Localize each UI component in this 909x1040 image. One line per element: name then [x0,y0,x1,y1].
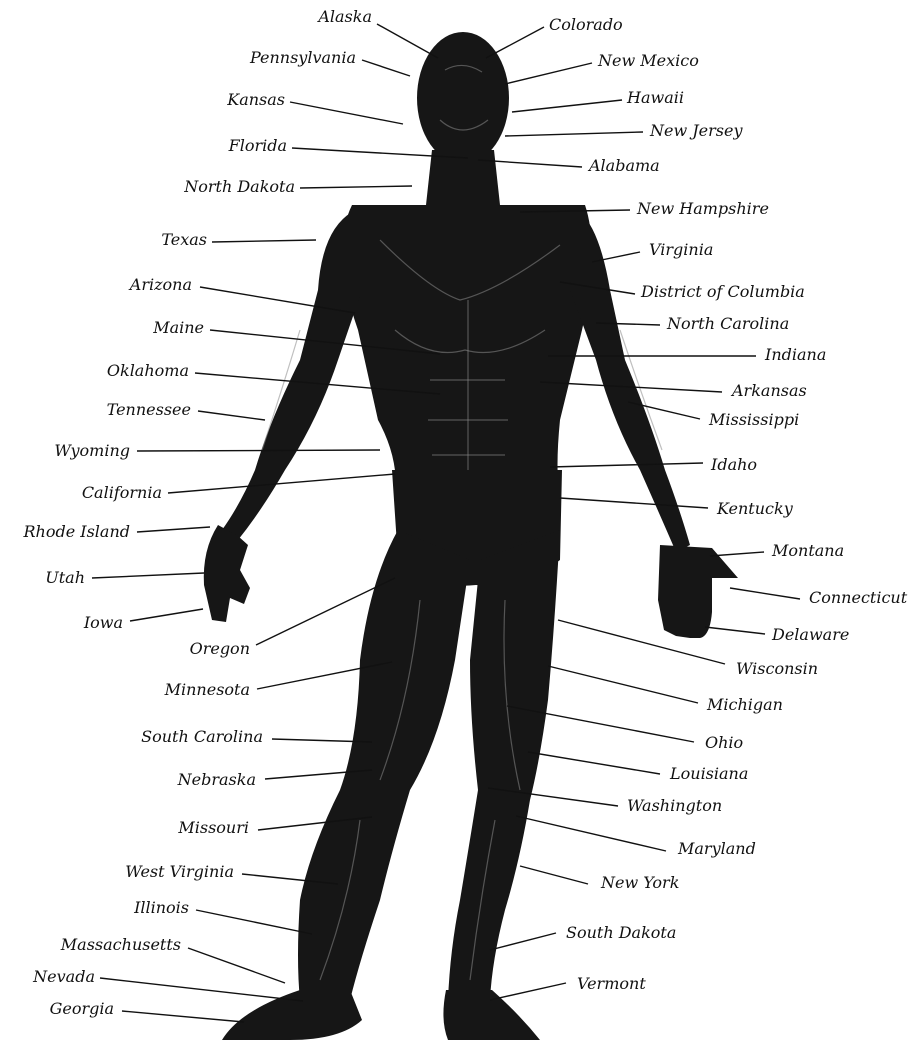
label-new-york: New York [601,874,679,892]
leader-georgia [122,1011,244,1022]
label-maryland: Maryland [678,840,756,858]
leader-utah [92,573,204,578]
leader-kansas [290,102,403,124]
label-kansas: Kansas [227,91,285,109]
label-missouri: Missouri [178,819,249,837]
leader-colorado [486,27,544,58]
label-mississippi: Mississippi [709,411,799,429]
leader-illinois [196,910,312,934]
figure-left-foot [222,990,362,1040]
label-arkansas: Arkansas [732,382,807,400]
leader-texas [212,240,316,242]
leader-north-dakota [300,186,412,188]
figure-right-leg [448,530,560,1000]
label-west-virginia: West Virginia [125,863,234,881]
leader-michigan [548,666,698,703]
label-north-dakota: North Dakota [184,178,295,196]
label-california: California [82,484,162,502]
label-oregon: Oregon [190,640,250,658]
leader-new-mexico [505,63,592,84]
label-tennessee: Tennessee [107,401,191,419]
label-new-hampshire: New Hampshire [637,200,769,218]
leader-kentucky [560,498,708,508]
label-ohio: Ohio [705,734,743,752]
label-utah: Utah [45,569,85,587]
leader-california [168,474,395,493]
label-georgia: Georgia [50,1000,114,1018]
leader-south-dakota [490,933,556,950]
leader-tennessee [198,411,265,420]
label-south-carolina: South Carolina [141,728,263,746]
leader-massachusetts [188,948,285,983]
label-nevada: Nevada [33,968,95,986]
label-hawaii: Hawaii [627,89,684,107]
label-massachusetts: Massachusetts [61,936,181,954]
label-wyoming: Wyoming [54,442,130,460]
label-alaska: Alaska [318,8,372,26]
label-rhode-island: Rhode Island [23,523,130,541]
label-pennsylvania: Pennsylvania [250,49,356,67]
label-kentucky: Kentucky [717,500,793,518]
label-nebraska: Nebraska [178,771,256,789]
label-new-jersey: New Jersey [650,122,743,140]
leader-idaho [550,463,703,467]
figure-left-leg [298,530,470,1000]
label-colorado: Colorado [549,16,623,34]
leader-delaware [705,627,765,634]
label-illinois: Illinois [134,899,189,917]
label-connecticut: Connecticut [809,589,907,607]
label-alabama: Alabama [589,157,660,175]
label-florida: Florida [229,137,287,155]
label-virginia: Virginia [649,241,713,259]
label-maine: Maine [153,319,204,337]
leader-wyoming [137,450,380,451]
label-texas: Texas [161,231,207,249]
figure-left-arm [222,212,362,540]
leader-vermont [490,983,566,1000]
leader-new-york [520,866,588,884]
label-new-mexico: New Mexico [598,52,699,70]
label-district-of-columbia: District of Columbia [641,283,805,301]
figure-right-hand [658,545,738,638]
leader-rhode-island [137,527,210,532]
label-vermont: Vermont [577,975,646,993]
leader-montana [710,552,764,556]
label-south-dakota: South Dakota [566,924,676,942]
label-delaware: Delaware [772,626,849,644]
label-iowa: Iowa [84,614,123,632]
leader-iowa [130,609,203,621]
leader-hawaii [512,100,622,112]
leader-connecticut [730,588,800,599]
figure-right-foot [443,990,540,1040]
label-michigan: Michigan [707,696,783,714]
figure-left-hand [204,525,250,622]
leader-new-jersey [505,132,643,136]
leader-nevada [100,978,303,1001]
label-idaho: Idaho [711,456,757,474]
leader-pennsylvania [362,60,410,76]
label-louisiana: Louisiana [670,765,748,783]
label-indiana: Indiana [765,346,826,364]
label-oklahoma: Oklahoma [107,362,189,380]
leader-alaska [377,24,438,58]
label-wisconsin: Wisconsin [736,660,818,678]
label-minnesota: Minnesota [165,681,250,699]
label-north-carolina: North Carolina [667,315,789,333]
label-arizona: Arizona [130,276,192,294]
figure-right-arm [570,212,690,552]
label-montana: Montana [772,542,844,560]
leader-maryland [516,816,666,851]
leader-louisiana [528,752,660,774]
label-washington: Washington [627,797,722,815]
figure-head [417,32,509,164]
